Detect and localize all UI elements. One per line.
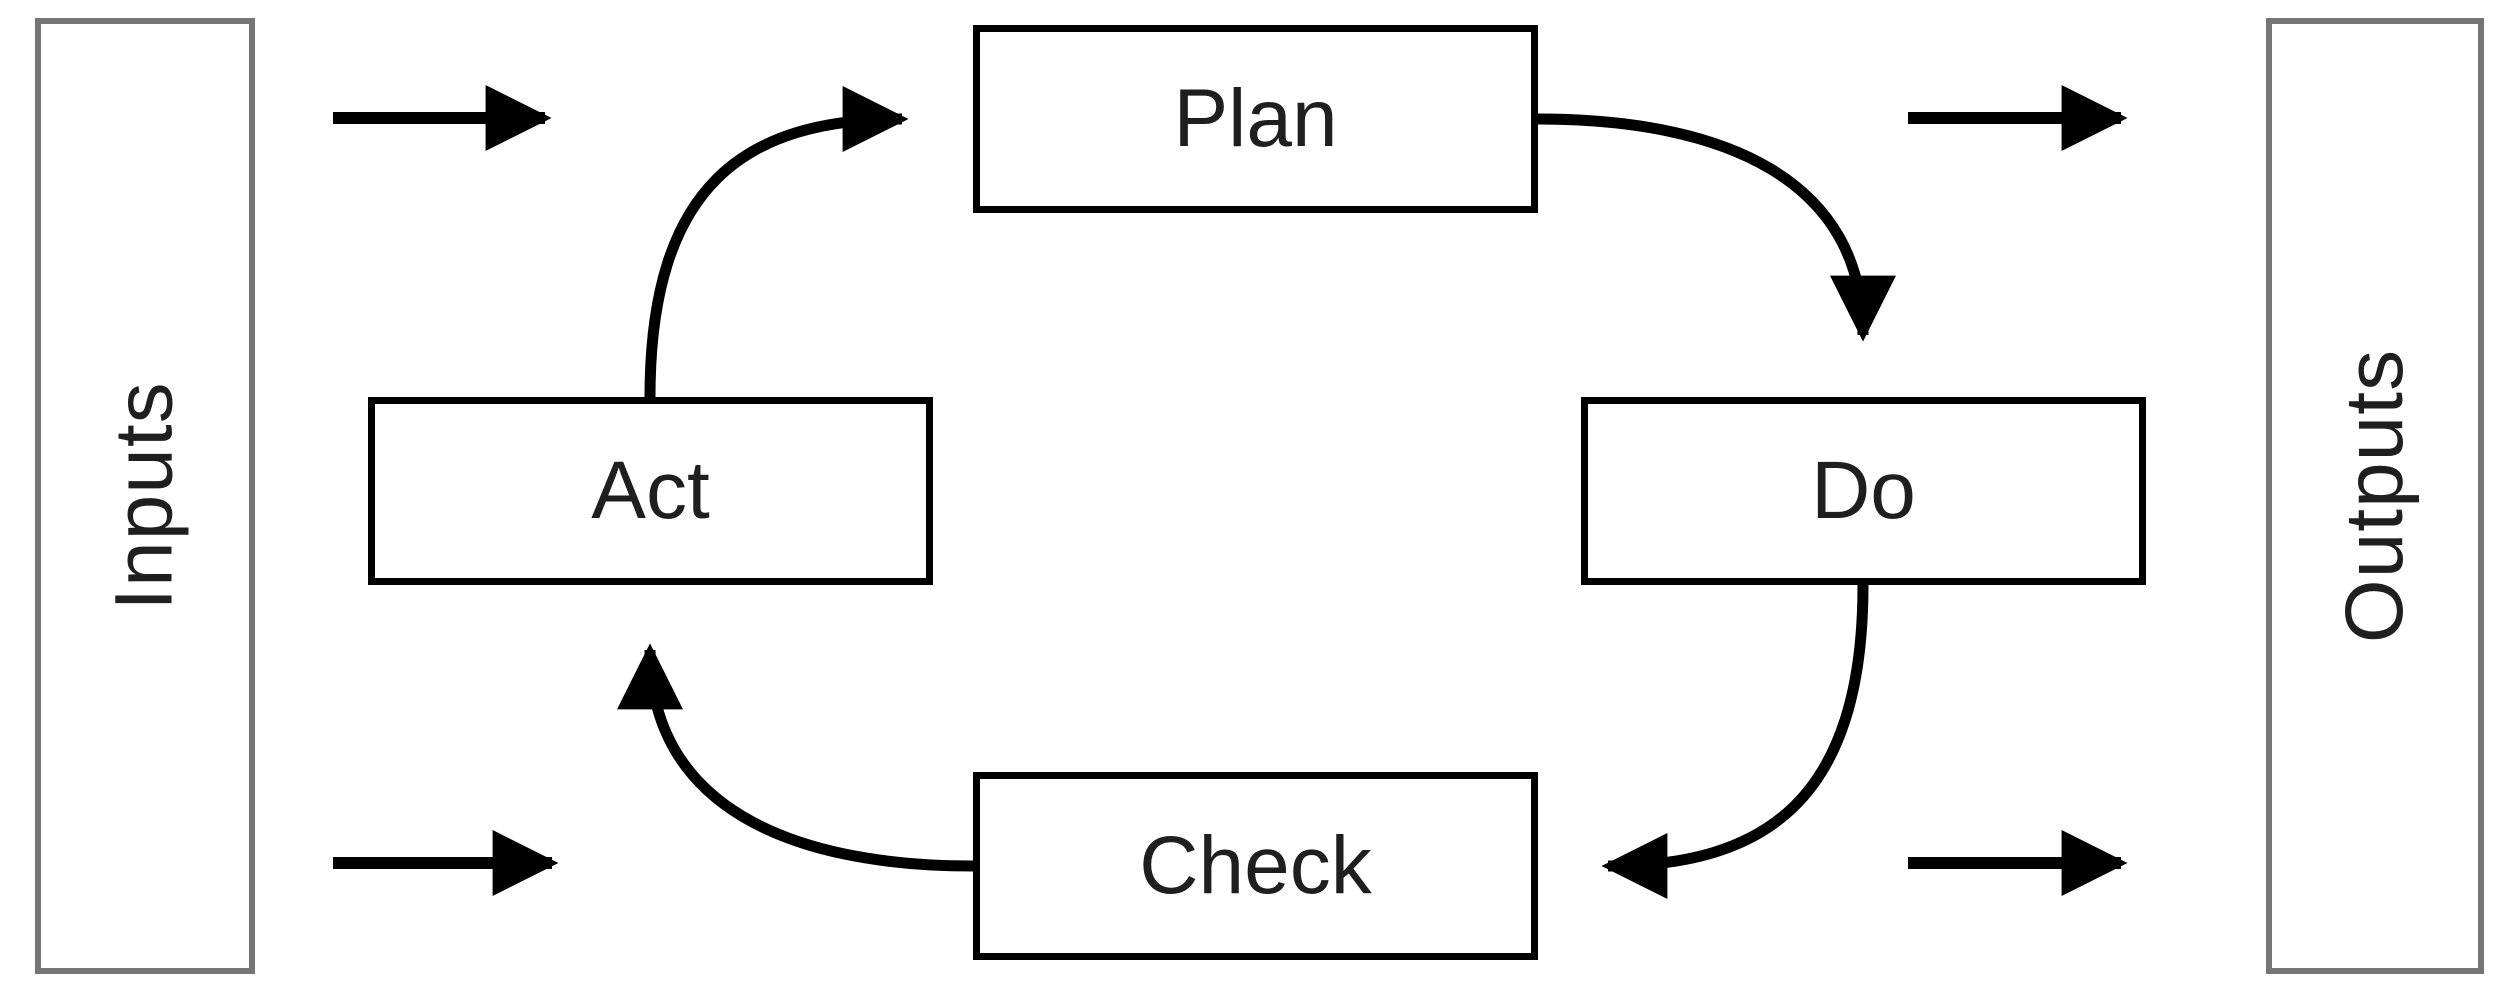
act-label: Act — [591, 445, 710, 536]
edge-check-to-act — [617, 643, 974, 872]
node-check: Check — [973, 772, 1538, 960]
check-label: Check — [1139, 820, 1372, 911]
inputs-label: Inputs — [99, 381, 191, 611]
node-act: Act — [368, 397, 933, 585]
edge-do-to-check — [1601, 584, 1869, 899]
outputs-label: Outputs — [2329, 348, 2421, 644]
inputs-box: Inputs — [35, 18, 255, 974]
outputs-box: Outputs — [2266, 18, 2484, 974]
do-label: Do — [1811, 445, 1916, 536]
plan-label: Plan — [1173, 73, 1338, 164]
edge-plan-to-do — [1537, 113, 1896, 342]
node-do: Do — [1581, 397, 2146, 585]
edge-act-to-plan — [644, 86, 909, 398]
node-plan: Plan — [973, 25, 1538, 213]
